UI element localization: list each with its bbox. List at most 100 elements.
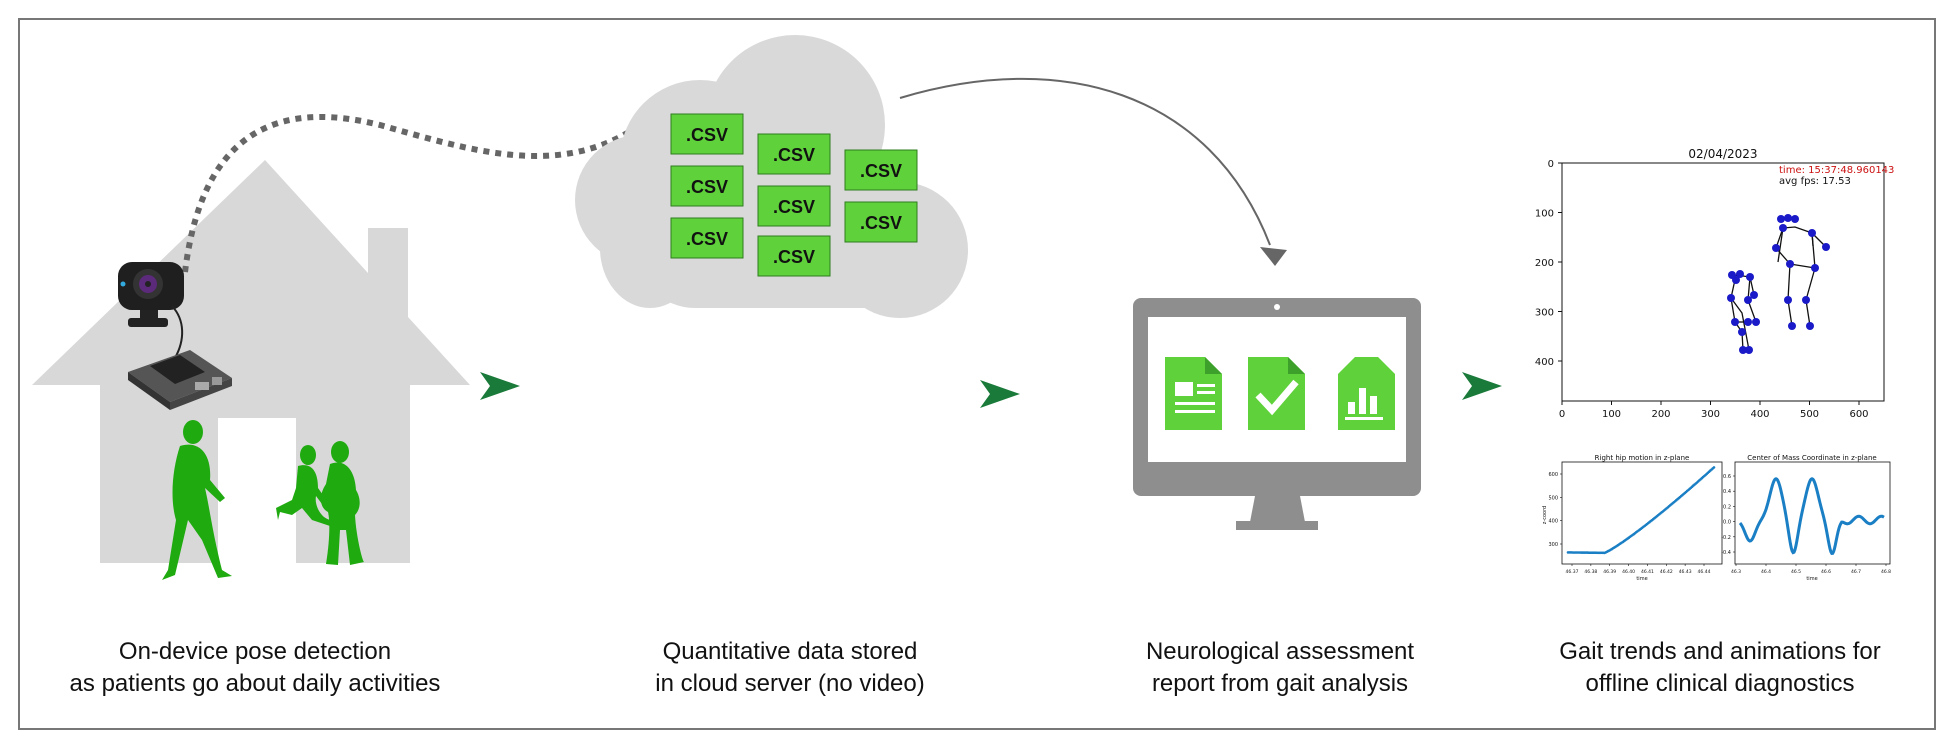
- pose-joint-point: [1811, 264, 1819, 272]
- pose-joint-point: [1739, 346, 1747, 354]
- hip-plot-title: Right hip motion in z-plane: [1595, 454, 1690, 462]
- mini-y-tick-label: 500: [1548, 495, 1558, 501]
- mini-y-tick-label: 400: [1548, 519, 1558, 525]
- caption-step2: Quantitative data stored in cloud server…: [590, 636, 990, 700]
- diagram-frame: [18, 18, 1936, 730]
- csv-file-icon: .CSV: [844, 201, 918, 243]
- mini-x-tick-label: 46.37: [1566, 569, 1579, 575]
- pose-joint-point: [1784, 214, 1792, 222]
- center-of-mass-plot: Center of Mass Coordinate in z-plane tim…: [1721, 454, 1891, 582]
- mini-y-tick-label: 300: [1548, 542, 1558, 548]
- skeleton-right-joints: [1772, 214, 1830, 330]
- csv-file-label: .CSV: [686, 125, 728, 145]
- caption-step3: Neurological assessment report from gait…: [1080, 636, 1480, 700]
- pose-joint-point: [1788, 322, 1796, 330]
- pose-plot-time: time: 15:37:48.960143: [1779, 165, 1894, 176]
- arrow-step1-to-step2: [480, 372, 520, 400]
- hip-motion-plot: Right hip motion in z-plane z-coord time…: [1542, 454, 1723, 582]
- pose-joint-point: [1744, 296, 1752, 304]
- pose-x-tick-label: 0: [1559, 409, 1565, 420]
- pose-y-tick-label: 100: [1535, 209, 1554, 220]
- pose-y-tick-label: 400: [1535, 357, 1554, 368]
- csv-file-icon: .CSV: [757, 185, 831, 227]
- mini-x-tick-label: 46.41: [1641, 569, 1654, 575]
- pose-x-tick-label: 600: [1849, 409, 1868, 420]
- mini-x-tick-label: 46.8: [1881, 569, 1891, 575]
- pose-joint-point: [1786, 260, 1794, 268]
- standing-woman-figure: [320, 441, 364, 565]
- pose-joint-point: [1731, 318, 1739, 326]
- com-plot-series: [1738, 477, 1885, 556]
- arrow-step2-to-step3: [980, 380, 1020, 408]
- caption-step2-line2: in cloud server (no video): [655, 670, 925, 697]
- pose-joint-point: [1784, 296, 1792, 304]
- csv-file-label: .CSV: [686, 229, 728, 249]
- mini-x-tick-label: 46.38: [1584, 569, 1597, 575]
- pose-x-tick-label: 100: [1602, 409, 1621, 420]
- com-plot-y-ticks: 0.60.40.20.0-0.2-0.4: [1721, 474, 1735, 556]
- com-series-line: [1738, 477, 1885, 556]
- csv-file-label: .CSV: [773, 197, 815, 217]
- caption-step3-line1: Neurological assessment: [1145, 638, 1415, 665]
- camera-icon: [118, 262, 184, 359]
- caption-step4: Gait trends and animations for offline c…: [1520, 636, 1920, 700]
- caption-step4-line1: Gait trends and animations for: [1559, 638, 1881, 665]
- hip-plot-xlabel: time: [1636, 576, 1647, 582]
- mini-x-tick-label: 46.39: [1603, 569, 1616, 575]
- pose-joint-point: [1806, 322, 1814, 330]
- pose-x-tick-label: 500: [1800, 409, 1819, 420]
- wireless-link-dotted: [182, 114, 642, 273]
- pose-joint-point: [1808, 229, 1816, 237]
- csv-file-icon: .CSV: [844, 149, 918, 191]
- hip-series-line: [1568, 466, 1715, 554]
- pose-joint-point: [1727, 294, 1735, 302]
- mini-y-tick-label: 0.6: [1723, 474, 1731, 480]
- pose-x-tick-label: 200: [1651, 409, 1670, 420]
- csv-file-label: .CSV: [773, 145, 815, 165]
- csv-file-label: .CSV: [773, 247, 815, 267]
- walking-person-figure: [162, 420, 232, 580]
- hip-plot-ylabel: z-coord: [1542, 506, 1548, 524]
- checkmark-icon: [1248, 357, 1305, 430]
- pose-plot: 02/04/2023 time: 15:37:48.960143 avg fps…: [1535, 147, 1895, 420]
- pose-joint-point: [1750, 291, 1758, 299]
- house-illustration: [32, 160, 470, 568]
- caption-step1: On-device pose detection as patients go …: [45, 636, 465, 700]
- pose-y-tick-label: 300: [1535, 308, 1554, 319]
- pose-plot-fps: avg fps: 17.53: [1779, 176, 1851, 187]
- pose-joint-point: [1779, 224, 1787, 232]
- caption-step1-line2: as patients go about daily activities: [69, 670, 441, 697]
- hip-plot-series: [1566, 466, 1716, 555]
- mini-y-tick-label: -0.2: [1721, 535, 1731, 541]
- mini-y-tick-label: 0.4: [1723, 489, 1731, 495]
- pose-joint-point: [1791, 215, 1799, 223]
- compute-board-icon: [128, 350, 232, 410]
- mini-x-tick-label: 46.7: [1851, 569, 1861, 575]
- mini-y-tick-label: -0.4: [1721, 550, 1731, 556]
- com-plot-xlabel: time: [1806, 576, 1817, 582]
- caption-step4-line2: offline clinical diagnostics: [1585, 670, 1855, 697]
- mini-x-tick-label: 46.42: [1660, 569, 1673, 575]
- pose-x-tick-label: 400: [1750, 409, 1769, 420]
- mini-y-tick-label: 0.2: [1723, 504, 1731, 510]
- csv-file-icon: .CSV: [757, 235, 831, 277]
- com-plot-title: Center of Mass Coordinate in z-plane: [1747, 454, 1876, 462]
- mini-x-tick-label: 46.3: [1731, 569, 1741, 575]
- mini-x-tick-label: 46.5: [1791, 569, 1801, 575]
- pose-y-tick-label: 200: [1535, 258, 1554, 269]
- pose-joint-point: [1746, 273, 1754, 281]
- pose-joint-point: [1745, 346, 1753, 354]
- mini-x-tick-label: 46.6: [1821, 569, 1831, 575]
- child-figure: [276, 445, 332, 526]
- pose-joint-point: [1802, 296, 1810, 304]
- csv-files-group: .CSV.CSV.CSV.CSV.CSV.CSV.CSV.CSV: [670, 113, 918, 277]
- csv-file-label: .CSV: [860, 161, 902, 181]
- pose-joint-point: [1822, 243, 1830, 251]
- pose-joint-point: [1752, 318, 1760, 326]
- skeleton-left-joints: [1727, 270, 1760, 354]
- pose-y-tick-label: 0: [1548, 159, 1554, 170]
